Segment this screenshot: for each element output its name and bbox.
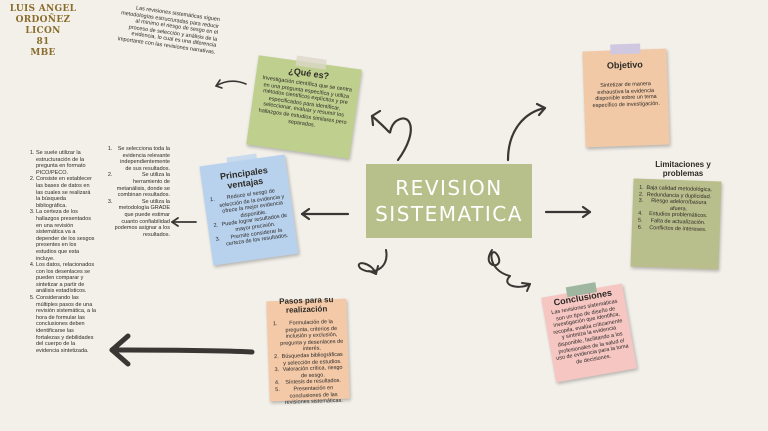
arrow-to-objetivo-head [535, 102, 547, 117]
arrow-to-pasos-detail-head [109, 333, 131, 367]
pasos-detail-item: Considerando las múltiples pasos de una … [36, 295, 96, 354]
author-block: LUIS ANGEL ORDOÑEZ LICON 81 MBE [8, 4, 78, 59]
arrow-to-objetivo [506, 106, 547, 162]
arrow-to-ventajas-head [300, 207, 311, 221]
ventajas-detail: Se selecciona toda la evidencia relevant… [108, 146, 170, 238]
arrow-to-conclusiones [487, 249, 531, 288]
arrow-to-ventajas-detail-head [171, 217, 179, 227]
pasos-detail-item: Se suele utilizar la estructuración de l… [36, 150, 96, 176]
arrow-to-intro-head [215, 79, 223, 89]
author-name: LUIS ANGEL ORDOÑEZ LICON [9, 4, 77, 36]
arrow-to-pasos [357, 249, 388, 275]
author-group: MBE [30, 48, 56, 58]
center-title-line1: REVISION [395, 176, 503, 200]
limitaciones-title: Limitaciones y problemas [655, 160, 711, 178]
ventajas-detail-item: Se selecciona toda la evidencia relevant… [114, 146, 170, 172]
pasos-detail: Se suele utilizar la estructuración de l… [28, 150, 96, 354]
ventajas-detail-item: Se utiliza la herramiento de metanálisis… [114, 172, 170, 198]
arrow-to-intro [215, 80, 247, 87]
pasos-detail-item: Consiste en establecer las bases de dato… [36, 176, 96, 209]
arrow-to-limitaciones-head [581, 205, 592, 219]
ventajas-detail-item: Se utiliza la metodología GRADE que pued… [114, 199, 170, 239]
author-number: 81 [36, 37, 50, 47]
arrow-to-que-es [370, 114, 412, 162]
center-title-line2: SISTEMATICA [375, 202, 523, 226]
arrow-to-conclusiones-head [521, 282, 531, 292]
arrow-to-pasos-detail [109, 347, 255, 355]
arrow-to-que-es-head [370, 109, 382, 127]
pasos-detail-item: Los datos, relacionados con los desenlac… [36, 262, 96, 295]
pasos-detail-item: La certeza de los hallazgos presentados … [36, 209, 96, 262]
arrow-to-pasos-head [368, 265, 379, 275]
